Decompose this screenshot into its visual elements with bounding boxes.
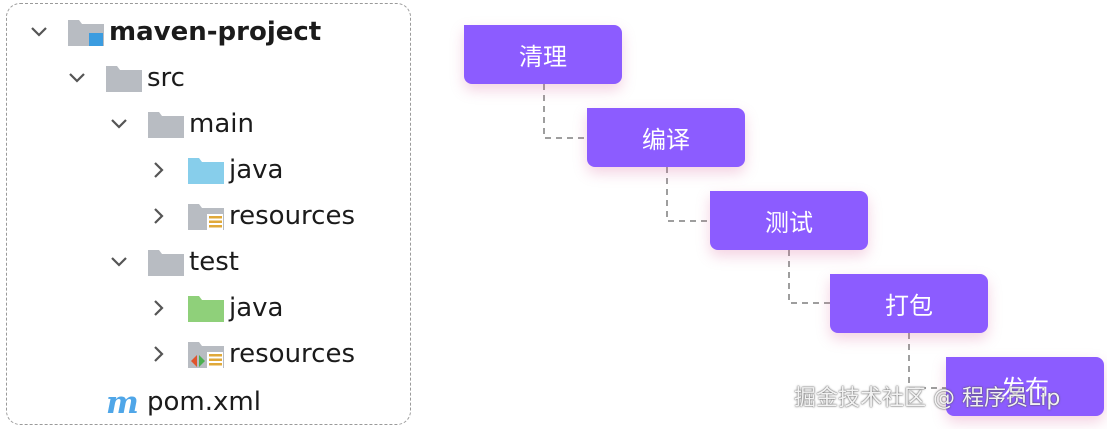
module-folder-icon [68,20,104,46]
tree-node-main-resources[interactable]: resources [154,194,356,238]
tree-node-label: pom.xml [147,387,261,417]
connector-2 [666,167,710,222]
step-compile: 编译 [587,108,745,167]
project-tree-panel: maven-project src main java [6,3,411,425]
chevron-right-icon[interactable] [149,160,169,180]
resources-root-folder-icon [188,204,224,230]
watermark: 掘金技术社区 @ 程序员Lip [794,386,1061,411]
tree-node-label: resources [229,339,356,369]
step-test: 测试 [710,191,868,250]
test-resources-root-folder-icon [188,342,224,368]
maven-file-icon: m [106,387,139,417]
chevron-down-icon[interactable] [29,22,49,42]
folder-icon [106,66,142,92]
step-deploy: 发布 [946,357,1104,416]
test-source-root-folder-icon [188,296,224,322]
source-root-folder-icon [188,158,224,184]
tree-node-test[interactable]: test [111,240,239,284]
tree-node-label: java [229,293,284,323]
folder-icon [148,250,184,276]
chevron-right-icon[interactable] [149,206,169,226]
tree-node-test-resources[interactable]: resources [154,332,356,376]
tree-node-maven-project[interactable]: maven-project [31,10,322,54]
folder-icon [148,112,184,138]
tree-node-src[interactable]: src [69,56,185,100]
svg-text:m: m [106,387,139,417]
tree-node-main[interactable]: main [111,102,254,146]
tree-node-label: src [147,63,185,93]
step-clean: 清理 [464,25,622,84]
tree-node-label: test [189,247,239,277]
tree-node-test-java[interactable]: java [154,286,284,330]
connector-1 [543,84,587,139]
tree-node-label: maven-project [109,17,322,47]
chevron-down-icon[interactable] [109,252,129,272]
tree-node-label: java [229,155,284,185]
tree-node-label: resources [229,201,356,231]
tree-node-main-java[interactable]: java [154,148,284,192]
tree-node-label: main [189,109,254,139]
chevron-right-icon[interactable] [149,344,169,364]
connector-3 [788,250,830,304]
tree-node-pom[interactable]: m pom.xml [105,380,261,424]
chevron-down-icon[interactable] [109,114,129,134]
chevron-right-icon[interactable] [149,298,169,318]
step-package: 打包 [830,274,988,333]
chevron-down-icon[interactable] [67,68,87,88]
